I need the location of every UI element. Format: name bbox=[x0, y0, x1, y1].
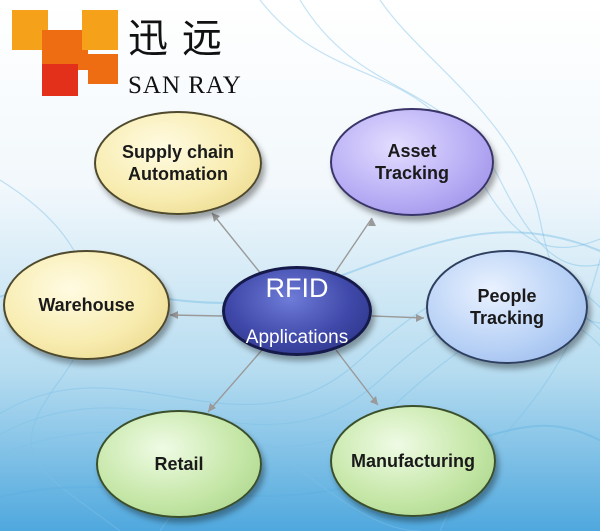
node-label: People Tracking bbox=[469, 286, 545, 328]
node-manufacturing: Manufacturing bbox=[330, 405, 496, 517]
node-label: Retail bbox=[154, 454, 204, 474]
node-label: Asset Tracking bbox=[374, 141, 450, 183]
logo-chinese-name: 迅远 bbox=[128, 16, 236, 62]
center-subtitle: Applications bbox=[245, 327, 349, 348]
node-label: Warehouse bbox=[38, 295, 135, 315]
center-title: RFID bbox=[265, 273, 329, 303]
node-asset-tracking: Asset Tracking bbox=[330, 108, 494, 216]
node-retail: Retail bbox=[96, 410, 262, 518]
node-label: Manufacturing bbox=[351, 451, 475, 471]
node-warehouse: Warehouse bbox=[3, 250, 170, 360]
node-rfid-applications: RFID Applications bbox=[222, 266, 372, 356]
node-people-tracking: People Tracking bbox=[426, 250, 588, 364]
san-ray-logo-icon bbox=[12, 10, 118, 96]
node-label: Supply chain Automation bbox=[121, 142, 235, 184]
center-label: RFID Applications bbox=[246, 251, 348, 371]
node-supply-chain-automation: Supply chain Automation bbox=[94, 111, 262, 215]
logo-english-name: SAN RAY bbox=[128, 72, 242, 99]
